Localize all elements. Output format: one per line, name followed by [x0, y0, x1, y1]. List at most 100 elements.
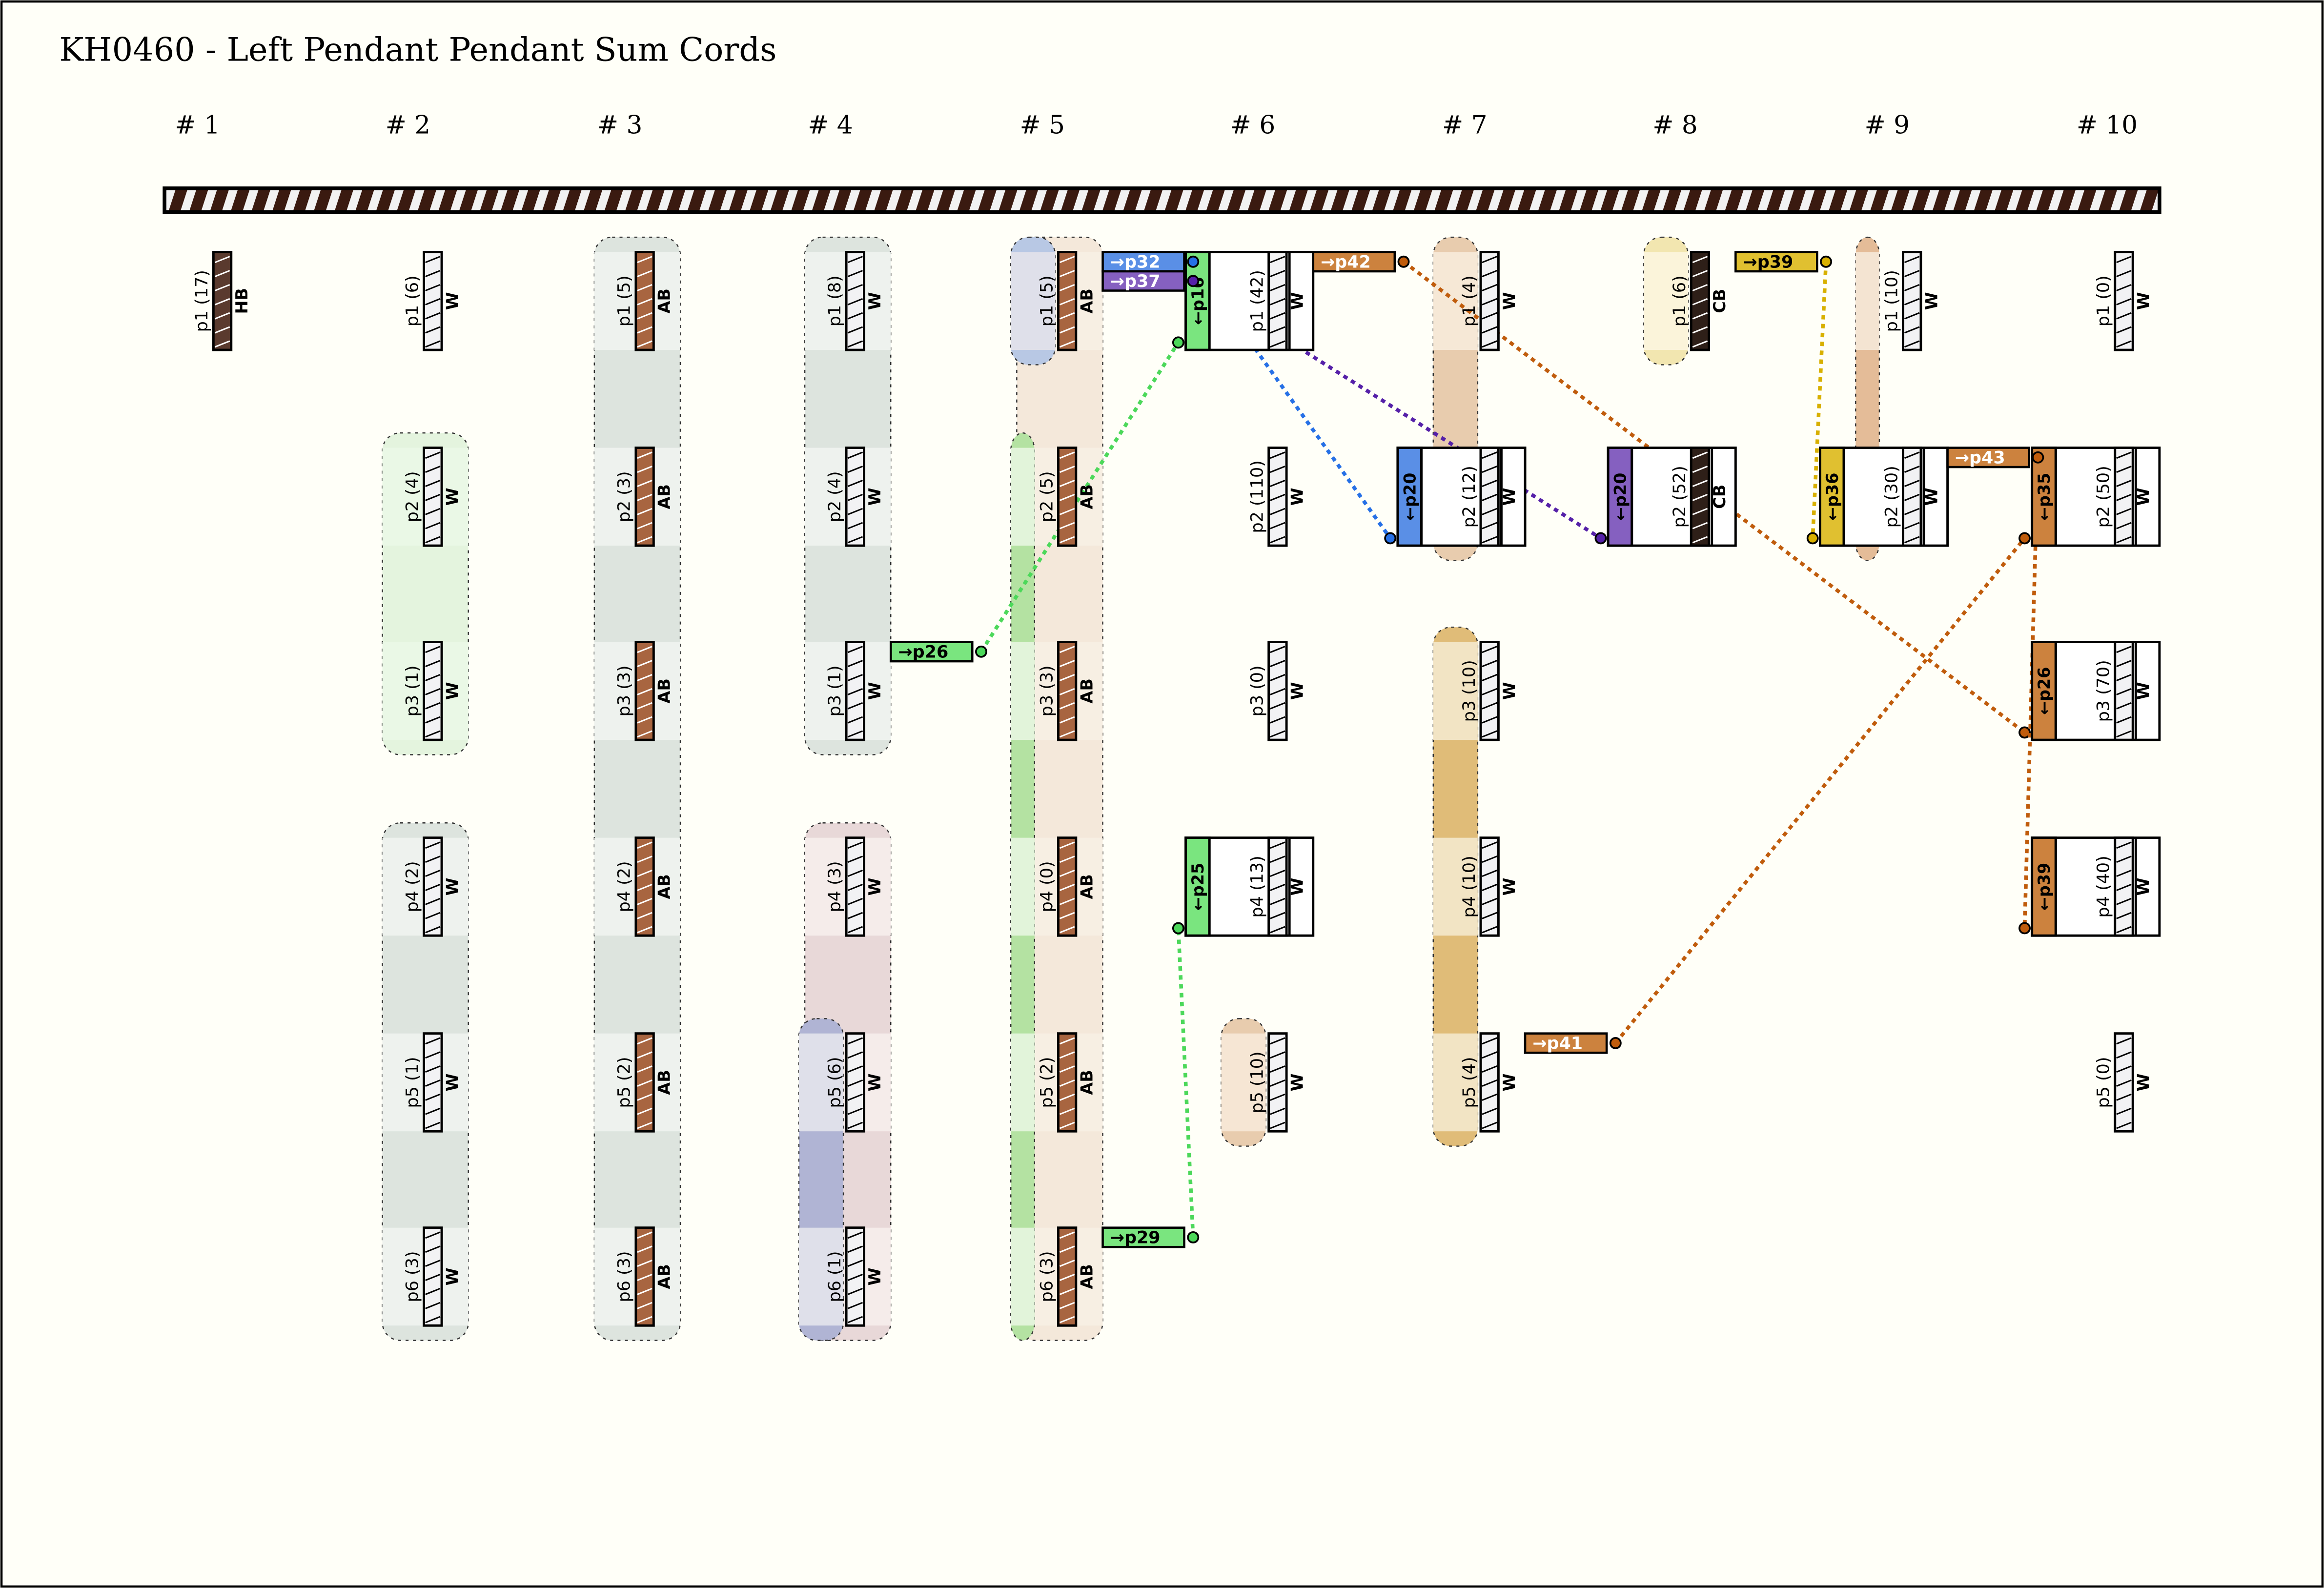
link-endpoint[interactable]	[2018, 532, 2031, 545]
cord-label: p6 (3)	[1037, 1251, 1057, 1302]
cord-color-label: AB	[655, 678, 674, 703]
sum-target-tag[interactable]: ←p26	[2035, 667, 2054, 715]
link-anchor[interactable]	[1820, 255, 1833, 268]
link-endpoint[interactable]	[1172, 336, 1184, 349]
pendant-cord[interactable]: p5 (4)W	[1460, 1032, 1519, 1133]
cord-color-label: W	[2134, 1074, 2153, 1092]
link-anchor[interactable]	[1609, 1037, 1622, 1049]
link-anchor[interactable]	[1187, 275, 1200, 287]
sum-target-tag[interactable]: ←p20	[1400, 473, 1419, 521]
pendant-cord[interactable]: p1 (0)W	[2094, 251, 2153, 351]
sum-source-tag[interactable]: →p32	[1101, 251, 1200, 273]
sum-source-tag[interactable]: →p39	[1734, 251, 1833, 273]
pendant-cord[interactable]: p1 (17) HB	[192, 251, 251, 351]
sum-target-tag[interactable]: ←p20	[1611, 473, 1630, 521]
cord-color-label: W	[2134, 292, 2153, 310]
cord-color-label: AB	[655, 874, 674, 899]
cord-label: p2 (5)	[1037, 471, 1057, 522]
pendant-cord[interactable]: p1 (6)CB	[1670, 251, 1729, 351]
link-anchor[interactable]	[975, 645, 987, 658]
pendant-cord[interactable]: p4 (10)W	[1460, 836, 1519, 937]
pendant-cord[interactable]: p5 (2)AB	[615, 1032, 674, 1133]
sum-target-tag[interactable]: ←p35	[2035, 473, 2054, 521]
pendant-cord[interactable]: p5 (10)W	[1248, 1032, 1307, 1133]
pendant-cord[interactable]: p5 (6)W	[825, 1032, 884, 1133]
pendant-cord[interactable]: p5 (0) W	[2094, 1032, 2153, 1133]
sum-target-tag[interactable]: ←p25	[1188, 863, 1207, 911]
pendant-cord[interactable]: p3 (1)W	[825, 641, 884, 741]
link-endpoint[interactable]	[1806, 532, 1819, 545]
sum-source-tag[interactable]: →p42	[1312, 251, 1410, 273]
cord-color-label: W	[1922, 292, 1941, 310]
pendant-cord[interactable]: p1 (5)AB	[615, 251, 674, 351]
link-endpoint[interactable]	[2018, 726, 2031, 739]
cord-color-label: HB	[232, 288, 251, 314]
column-headers: # 1# 2# 3# 4# 5# 6# 7# 8# 9# 10	[175, 110, 2138, 140]
pendant-cord[interactable]: p6 (3)AB	[1037, 1226, 1096, 1327]
cord-label: p5 (4)	[1460, 1057, 1479, 1108]
cord-color-label: AB	[1077, 678, 1096, 703]
sum-source-label: →p29	[1110, 1228, 1161, 1248]
pendant-cord[interactable]: p1 (8)W	[825, 251, 884, 351]
cord-label: p3 (3)	[615, 665, 634, 716]
pendant-cord[interactable]: p3 (10)W	[1460, 641, 1519, 741]
pendant-cord[interactable]: p4 (0)AB	[1037, 836, 1096, 937]
cord-label: p5 (6)	[825, 1057, 845, 1108]
pendant-cord[interactable]: p4 (2) AB	[615, 836, 674, 937]
pendant-cord[interactable]: p3 (3)AB	[1037, 641, 1096, 741]
sum-source-tag[interactable]: →p37	[1101, 270, 1200, 292]
pendant-cord[interactable]: p1 (10)W	[1882, 251, 1941, 351]
pendant-cord[interactable]: p3 (3) AB	[615, 641, 674, 741]
link-endpoint[interactable]	[1384, 532, 1397, 545]
link-anchor[interactable]	[2032, 451, 2044, 464]
sum-source-label: →p39	[1743, 252, 1794, 272]
cord-label: p5 (0)	[2094, 1057, 2114, 1108]
pendant-cord[interactable]: p2 (4)W	[825, 447, 884, 547]
link-endpoint[interactable]	[1172, 922, 1184, 935]
cord-color-label: CB	[1710, 485, 1729, 509]
pendant-cord[interactable]: p2 (5)AB	[1037, 447, 1096, 547]
pendant-cord[interactable]: p6 (3)W	[403, 1226, 462, 1327]
pendant-cord[interactable]: p1 (4)W	[1460, 251, 1519, 351]
pendant-cord[interactable]: p4 (2)W	[403, 836, 462, 937]
pendant-cord[interactable]: p3 (0)W	[1248, 641, 1307, 741]
pendant-cord[interactable]: p6 (3)AB	[615, 1226, 674, 1327]
pendant-cord[interactable]: p1 (5)AB	[1037, 251, 1096, 351]
sum-source-tag[interactable]: →p43	[1946, 447, 2044, 468]
pendant-cord[interactable]: p4 (3)W	[825, 836, 884, 937]
link-anchor[interactable]	[1397, 255, 1410, 268]
sum-target-tag[interactable]: ←p36	[1823, 473, 1842, 521]
pendant-cord[interactable]: p5 (2)AB	[1037, 1032, 1096, 1133]
pendant-cord[interactable]: p2 (4)W	[403, 447, 462, 547]
link-anchor[interactable]	[1187, 1231, 1200, 1243]
sum-source-label: →p32	[1110, 252, 1161, 272]
sum-source-tag[interactable]: →p26	[889, 641, 987, 663]
sum-source-label: →p43	[1955, 448, 2005, 468]
pendant-cord[interactable]: p6 (1)W	[825, 1226, 884, 1327]
sum-link	[1172, 922, 1195, 1238]
sum-source-tag[interactable]: →p29	[1101, 1226, 1200, 1248]
pendant-cord[interactable]: p1 (6)W	[403, 251, 462, 351]
pendant-cord[interactable]: p2 (110)W	[1248, 447, 1307, 547]
pendant-cord[interactable]: p5 (1)W	[403, 1032, 462, 1133]
link-endpoint[interactable]	[2018, 922, 2031, 935]
cord-label: p6 (3)	[615, 1251, 634, 1302]
link-anchor[interactable]	[1187, 255, 1200, 268]
sum-source-tag[interactable]: →p41	[1524, 1032, 1622, 1054]
pendant-cord[interactable]: p3 (1)W	[403, 641, 462, 741]
cord-label: p1 (17)	[192, 270, 212, 332]
pendant-cord[interactable]: p2 (3)AB	[615, 447, 674, 547]
cord-label: p1 (5)	[615, 275, 634, 326]
cord-label: p4 (2)	[615, 861, 634, 912]
link-endpoint[interactable]	[1594, 532, 1607, 545]
sum-target-tag[interactable]: ←p39	[2035, 863, 2054, 911]
